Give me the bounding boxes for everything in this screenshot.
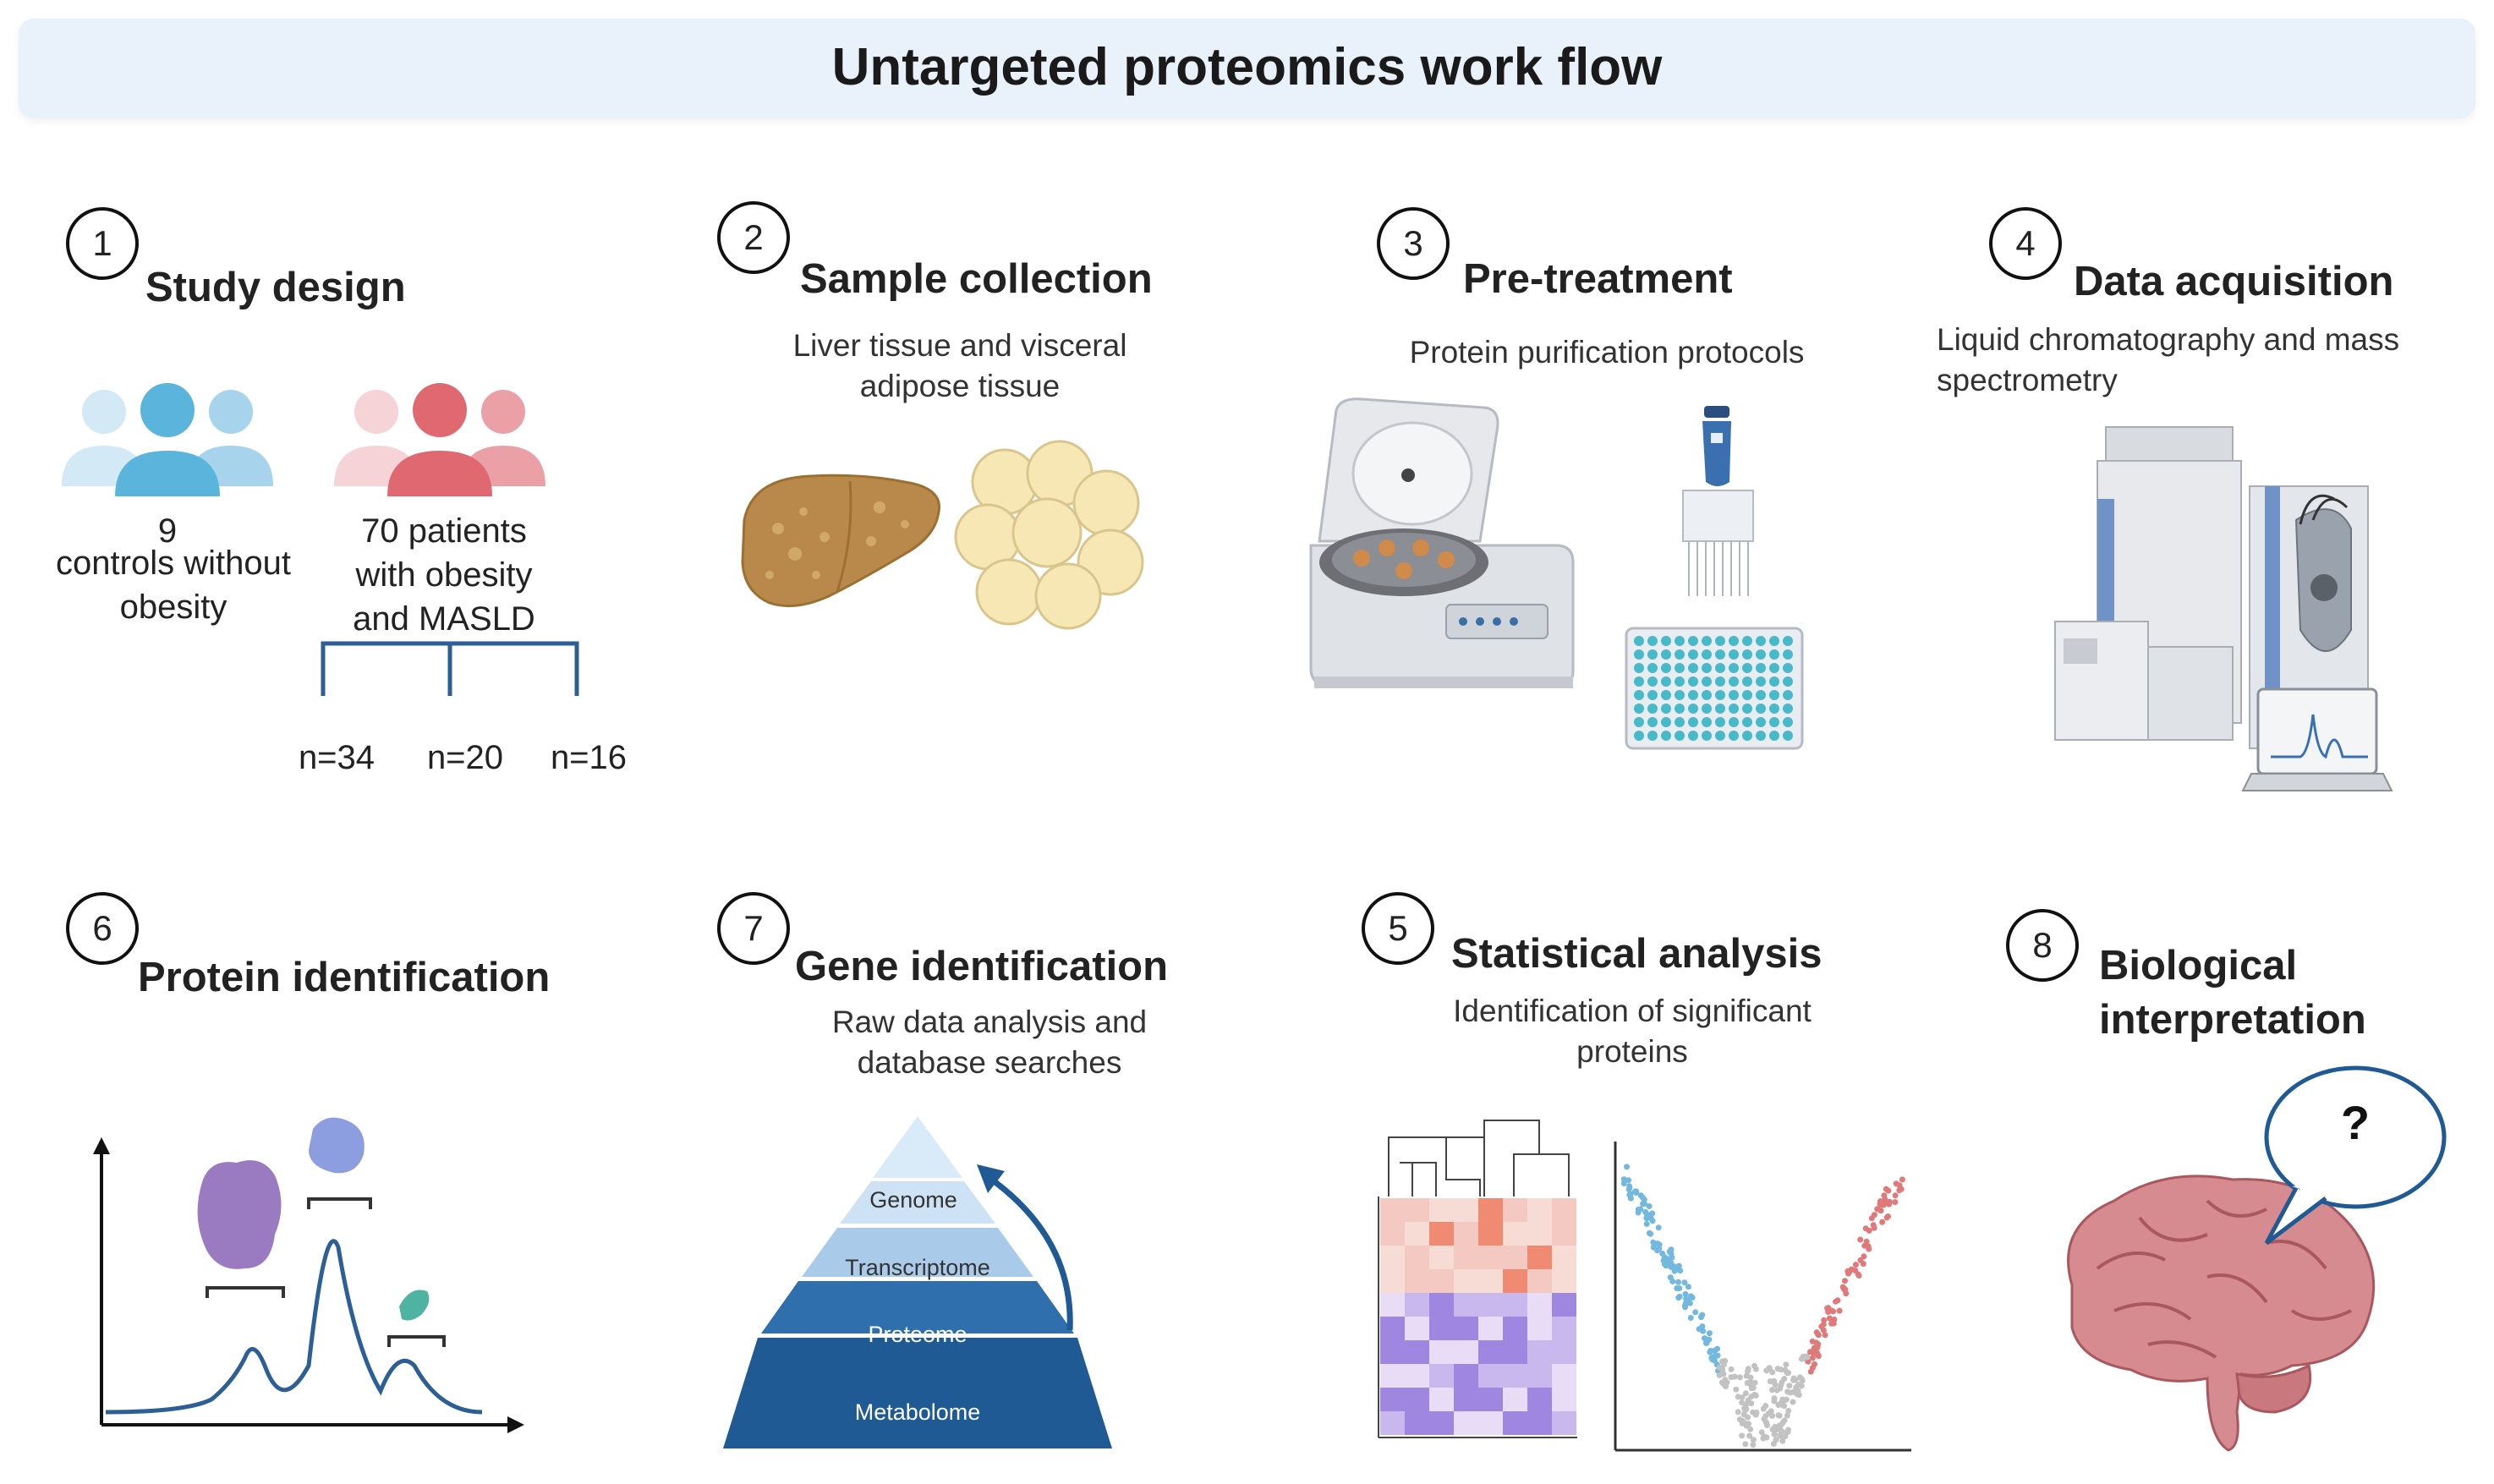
- pyramid-level-transcriptome: Transcriptome: [845, 1255, 990, 1280]
- liver-icon: [741, 474, 940, 608]
- multichannel-pipette-icon: [1682, 406, 1754, 596]
- controls-count: 9: [157, 512, 178, 550]
- well-plate-icon: [1625, 627, 1804, 750]
- brain-icon: [2067, 1175, 2376, 1452]
- sample-collection-subtitle: Liver tissue and visceral adipose tissue: [792, 328, 1127, 403]
- step-title-study-design: Study design: [145, 265, 406, 310]
- mass-spectrometer-icon: [2054, 426, 2393, 791]
- step-number-6: 6: [66, 892, 139, 965]
- adipose-tissue-icon: [954, 440, 1144, 630]
- heatmap-dendrogram: [1378, 1120, 1577, 1438]
- question-mark: ?: [2340, 1096, 2371, 1149]
- chromatogram-plot: [93, 1117, 524, 1433]
- step-number-7: 7: [717, 892, 790, 965]
- group-label-1: n=34: [298, 739, 375, 776]
- controls-label: controls without obesity: [56, 545, 291, 626]
- pyramid-level-genome: Genome: [869, 1187, 957, 1213]
- speech-bubble-icon: [2264, 1065, 2447, 1245]
- step-title-sample-collection: Sample collection: [800, 256, 1153, 302]
- step-title-pretreatment: Pre-treatment: [1463, 256, 1733, 302]
- data-acquisition-subtitle: Liquid chromatography and mass spectrome…: [1937, 322, 2400, 397]
- step-number-8: 8: [2006, 909, 2079, 982]
- omics-pyramid: [723, 1116, 1112, 1448]
- patients-label: 70 patients with obesity and MASLD: [353, 512, 535, 638]
- pyramid-level-proteome: Proteome: [868, 1322, 967, 1347]
- group-label-3: n=16: [550, 739, 628, 776]
- title-banner: Untargeted proteomics work flow: [19, 19, 2475, 118]
- step-number-1: 1: [66, 207, 139, 280]
- pyramid-level-metabolome: Metabolome: [854, 1399, 981, 1425]
- group-label-2: n=20: [426, 739, 504, 776]
- statistical-analysis-subtitle: Identification of significant proteins: [1453, 994, 1812, 1069]
- page-title: Untargeted proteomics work flow: [831, 38, 1663, 96]
- step-number-3: 3: [1377, 207, 1450, 280]
- gene-identification-subtitle: Raw data analysis and database searches: [831, 1005, 1148, 1080]
- group-bracket: [321, 641, 579, 696]
- step-title-statistical-analysis: Statistical analysis: [1451, 931, 1823, 977]
- centrifuge-icon: [1309, 397, 1575, 688]
- patients-people-icon: [334, 383, 545, 496]
- step-title-gene-identification: Gene identification: [795, 944, 1169, 989]
- step-number-2: 2: [717, 201, 790, 274]
- step-title-data-acquisition: Data acquisition: [2074, 259, 2394, 304]
- step-number-4: 4: [1989, 207, 2062, 280]
- step-title-biological-interpretation: Biological interpretation: [2099, 943, 2366, 1043]
- volcano-plot: [1614, 1142, 1911, 1452]
- pretreatment-subtitle: Protein purification protocols: [1409, 335, 1805, 370]
- step-number-5: 5: [1362, 892, 1434, 965]
- controls-people-icon: [62, 383, 273, 496]
- step-title-protein-identification: Protein identification: [138, 955, 551, 1000]
